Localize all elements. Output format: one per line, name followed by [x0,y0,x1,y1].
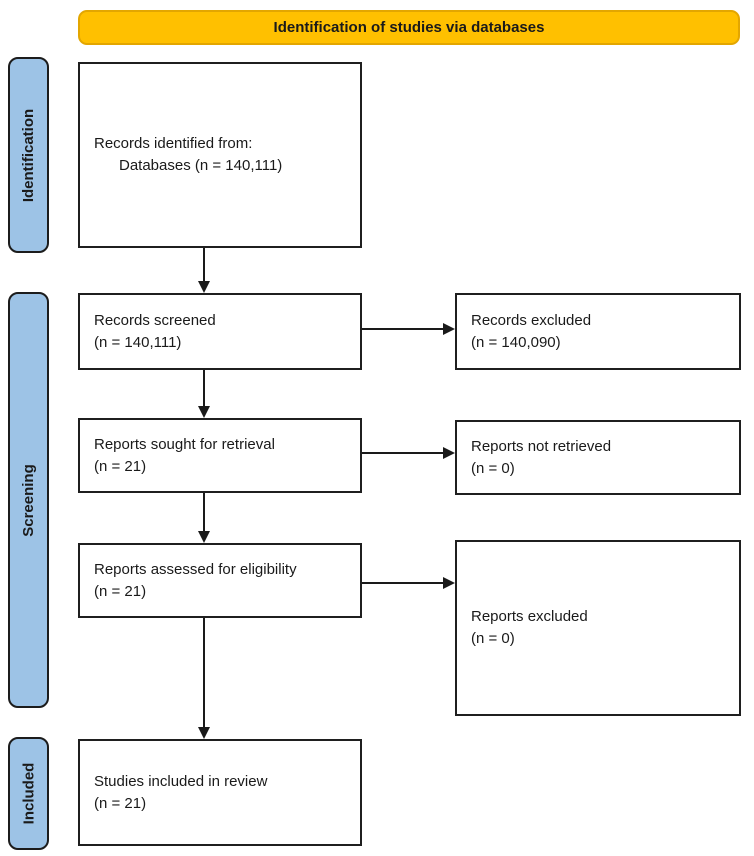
arrow-head [443,577,455,589]
box-records-identified: Records identified from: Databases (n = … [78,62,362,248]
box-records-screened: Records screened (n = 140,111) [78,293,362,370]
arrow-head [198,406,210,418]
box-records-excluded: Records excluded (n = 140,090) [455,293,741,370]
box-reports-not-retrieved: Reports not retrieved (n = 0) [455,420,741,495]
stage-label-included-text: Included [20,762,38,825]
box-records-identified-line1: Records identified from: [94,135,253,152]
box-reports-assessed: Reports assessed for eligibility (n = 21… [78,543,362,618]
header-banner: Identification of studies via databases [78,10,740,45]
box-reports-sought-line1: Reports sought for retrieval [94,435,275,453]
arrow-head [198,727,210,739]
box-reports-excluded: Reports excluded (n = 0) [455,540,741,716]
arrow-line [203,248,205,283]
arrow-line [203,370,205,408]
box-reports-not-retrieved-line1: Reports not retrieved [471,437,612,455]
arrow-head [198,281,210,293]
arrow-line [362,328,445,330]
stage-label-included: Included [8,737,49,850]
arrow-line [362,452,445,454]
box-studies-included: Studies included in review (n = 21) [78,739,362,846]
arrow-head [443,447,455,459]
box-reports-excluded-line2: (n = 0) [471,630,515,647]
box-reports-sought-line2: (n = 21) [94,457,147,475]
stage-label-screening: Screening [8,292,49,708]
stage-label-identification: Identification [8,57,49,253]
box-reports-assessed-line2: (n = 21) [94,582,147,600]
box-reports-excluded-line1: Reports excluded [471,608,588,625]
arrow-head [198,531,210,543]
box-records-excluded-line2: (n = 140,090) [471,333,561,351]
arrow-head [443,323,455,335]
box-studies-included-line2: (n = 21) [94,794,147,812]
stage-label-screening-text: Screening [20,463,37,537]
box-reports-not-retrieved-line2: (n = 0) [471,459,515,477]
stage-label-identification-text: Identification [20,108,37,202]
box-records-excluded-line1: Records excluded [471,311,592,329]
box-records-identified-line2: Databases (n = 140,111) [119,157,283,174]
box-reports-assessed-line1: Reports assessed for eligibility [94,560,297,578]
arrow-line [203,618,205,729]
box-reports-sought: Reports sought for retrieval (n = 21) [78,418,362,493]
box-studies-included-line1: Studies included in review [94,772,268,790]
box-records-screened-line1: Records screened [94,311,216,329]
header-title: Identification of studies via databases [273,19,545,36]
box-records-screened-line2: (n = 140,111) [94,333,182,351]
arrow-line [203,493,205,533]
arrow-line [362,582,445,584]
